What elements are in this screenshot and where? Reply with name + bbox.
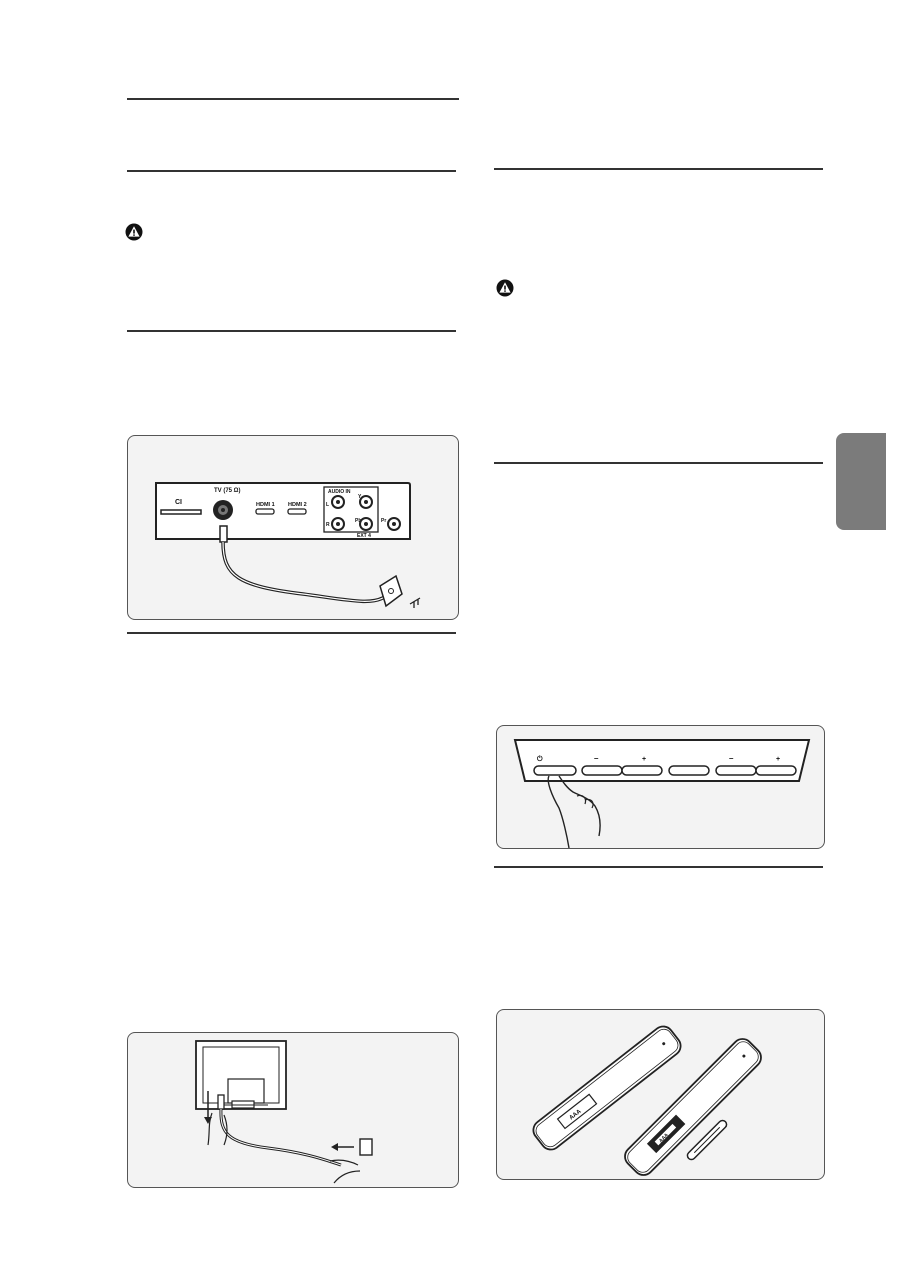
section-divider-3 — [127, 330, 456, 332]
menu-button[interactable] — [668, 765, 710, 776]
program-plus-button[interactable] — [755, 765, 797, 776]
audio-in-label: AUDIO IN — [328, 489, 351, 495]
ci-slot[interactable] — [160, 509, 202, 515]
wall-outlet — [359, 1138, 373, 1156]
hdmi2-port[interactable] — [287, 508, 307, 515]
antenna-label: TV (75 Ω) — [214, 488, 240, 494]
battery-compartment — [556, 1093, 598, 1130]
volume-plus-button[interactable] — [621, 765, 663, 776]
section-divider-1 — [127, 98, 459, 100]
ci-label: CI — [175, 499, 182, 506]
antenna-symbol-icon — [409, 597, 421, 608]
power-cable — [219, 1108, 342, 1167]
program-minus-label: – — [729, 754, 734, 763]
section-divider-7 — [494, 866, 823, 868]
antenna-plug — [219, 525, 228, 543]
section-divider-6 — [494, 462, 823, 464]
section-divider-2 — [127, 170, 456, 172]
connector-diagram: CI TV (75 Ω) HDMI 1 HDMI 2 AUDIO IN L R … — [155, 482, 421, 608]
control-bar-illustration: ⏻ – + – + — [496, 725, 825, 849]
volume-plus-label: + — [642, 756, 646, 763]
section-divider-5 — [494, 168, 823, 170]
language-tab — [836, 433, 886, 530]
remote-illustration: AAA AAA — [496, 1009, 825, 1180]
hand-icon — [207, 1112, 228, 1146]
wall-socket — [379, 574, 403, 608]
hdmi1-label: HDMI 1 — [256, 502, 275, 508]
audio-l-label: L — [326, 502, 329, 508]
arrow-left-icon — [331, 1143, 338, 1151]
power-button[interactable] — [533, 765, 577, 776]
ext-label: EXT 4 — [357, 533, 371, 539]
pr-label: Pr — [381, 518, 386, 524]
hand-icon — [547, 775, 601, 848]
volume-minus-label: – — [594, 754, 599, 763]
warning-icon — [125, 223, 143, 241]
antenna-cable — [221, 541, 388, 604]
volume-minus-button[interactable] — [581, 765, 623, 776]
program-plus-label: + — [776, 756, 780, 763]
remote-diagram: AAA AAA — [532, 1025, 762, 1176]
mains-diagram — [195, 1040, 373, 1184]
warning-icon — [496, 279, 514, 297]
program-minus-button[interactable] — [715, 765, 757, 776]
control-bar-diagram: ⏻ – + – + — [513, 739, 811, 848]
hdmi2-label: HDMI 2 — [288, 502, 307, 508]
audio-r-label: R — [326, 522, 330, 528]
hand-icon — [329, 1159, 361, 1184]
pb-label: Pb — [355, 518, 361, 524]
section-divider-4 — [127, 632, 456, 634]
connector-illustration: CI TV (75 Ω) HDMI 1 HDMI 2 AUDIO IN L R … — [127, 435, 459, 620]
mains-illustration — [127, 1032, 459, 1188]
hdmi1-port[interactable] — [255, 508, 275, 515]
power-symbol-icon: ⏻ — [537, 755, 543, 763]
y-label: Y — [358, 494, 362, 500]
